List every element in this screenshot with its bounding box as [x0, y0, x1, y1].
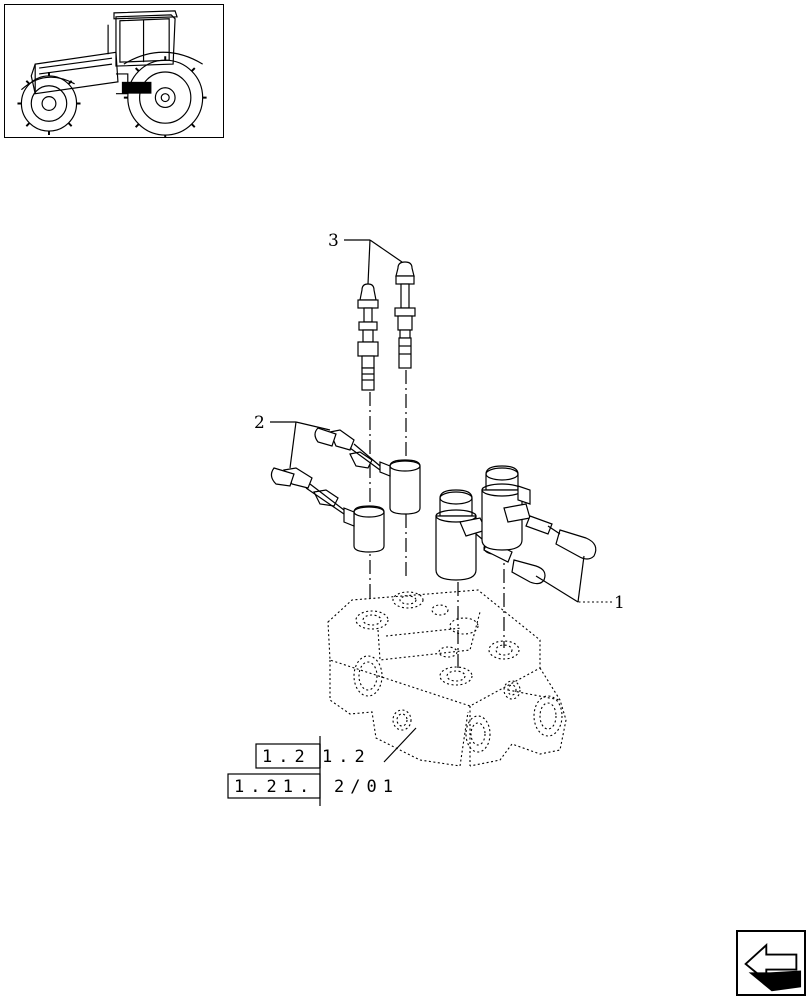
callout-3: 3 [328, 231, 339, 251]
reference-2-boxed: 1.21. [234, 777, 315, 797]
back-navigation-button[interactable] [736, 930, 806, 996]
part-3-pin-right [394, 261, 416, 369]
back-arrow-icon [744, 943, 802, 992]
reference-1-tail: 1.2 [322, 747, 371, 767]
callout-2: 2 [254, 413, 265, 433]
highlighted-component [121, 81, 152, 94]
reference-1-boxed: 1.2 [262, 747, 311, 767]
callout-1: 1 [614, 593, 625, 613]
part-2-coil-upper [314, 427, 421, 515]
reference-1[interactable]: 1.2 1.2 [255, 743, 371, 769]
part-1-solenoid-right [481, 465, 597, 560]
reference-2[interactable]: 1.21. 2/01 [227, 736, 399, 806]
part-2-coil-lower [270, 467, 385, 553]
tractor-thumbnail-icon [17, 10, 207, 137]
tractor-thumbnail [4, 4, 224, 138]
leader-lines [270, 239, 612, 763]
valve-block [327, 589, 567, 767]
reference-2-tail: 2/01 [334, 777, 399, 797]
part-3-pin-left [357, 283, 379, 391]
